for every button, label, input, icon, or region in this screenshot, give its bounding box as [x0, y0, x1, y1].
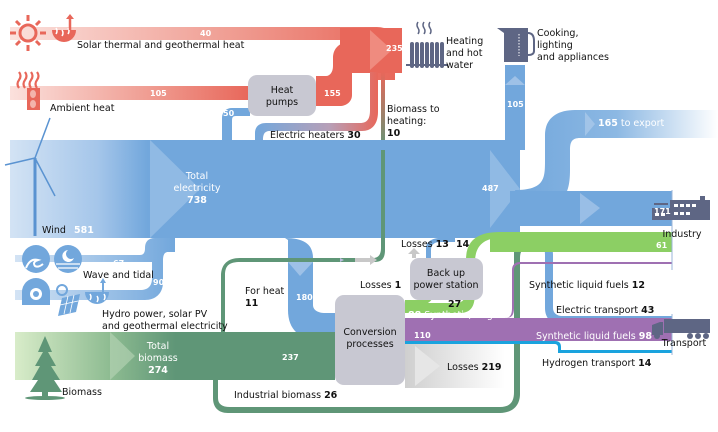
heat-pumps-node	[248, 75, 316, 116]
solar-thermal-label: Solar thermal and geothermal heat	[77, 40, 245, 51]
geothermal-electric-icon	[85, 278, 109, 304]
hydro-label-2: and geothermal electricity	[102, 321, 228, 332]
ambient-heat-label: Ambient heat	[50, 103, 115, 114]
total-biomass-label-1: Total	[146, 341, 169, 352]
heat-pumps-output-value: 155	[324, 89, 341, 98]
backup-label-1: Back up	[427, 268, 465, 279]
synth-liquid-industry-label: Synthetic liquid fuels 12	[529, 280, 645, 291]
biomass-flow	[15, 332, 335, 380]
backup-input-flow	[405, 286, 434, 305]
losses-1-label: Losses 1	[360, 280, 401, 291]
solar-panel-icon	[56, 284, 80, 316]
sun-icon	[10, 15, 46, 51]
to-conversion-value: 180	[296, 293, 313, 302]
total-electricity-label-2: electricity	[173, 183, 220, 194]
backup-label-2: power station	[413, 280, 478, 291]
heat-pumps-electric-value: 50	[223, 109, 235, 118]
total-biomass-value: 274	[148, 365, 168, 376]
losses-219-label: Losses 219	[447, 362, 502, 373]
export-label: 165 to export	[598, 118, 664, 129]
biomass-heating-label-1: Biomass to	[387, 104, 440, 115]
cooking-sink-label-2: lighting	[537, 40, 573, 51]
heating-total-value: 235	[386, 44, 403, 53]
industry-sink-label: Industry	[662, 229, 701, 240]
transport-sink-label: Transport	[661, 338, 707, 349]
wind-value: 581	[74, 225, 94, 236]
conversion-label-1: Conversion	[343, 327, 396, 338]
backup-output-flow	[426, 238, 455, 258]
wave-tidal-value: 67	[113, 259, 124, 268]
industry-electric-flow	[510, 191, 672, 226]
heat-pumps-electric-input-flow	[210, 108, 250, 150]
heating-sink-label-2: and hot	[446, 48, 483, 59]
for-heat-label: For heat	[245, 286, 285, 297]
hydrogen-transport-label: Hydrogen transport 14	[542, 358, 652, 369]
electricity-main-value: 487	[482, 184, 499, 193]
hydro-label-1: Hydro power, solar PV	[102, 309, 208, 320]
conversion-processes-node	[335, 295, 405, 385]
truck-icon	[652, 319, 710, 339]
backup-power-station-node	[410, 258, 483, 300]
backup-output-value: 14	[456, 239, 470, 250]
hydro-turbine-icon	[22, 278, 50, 305]
ambient-heat-value: 105	[150, 89, 167, 98]
cooking-sink-label-1: Cooking,	[537, 28, 578, 39]
losses-13-arrow	[408, 248, 420, 258]
losses-219-flow	[405, 344, 505, 388]
biomass-heating-label-2: heating:	[387, 116, 426, 127]
heating-sink-label-3: water	[446, 60, 473, 71]
total-electricity-label-1: Total	[185, 171, 208, 182]
electric-transport-label: Electric transport 43	[556, 305, 654, 316]
electric-heaters-label: Electric heaters 30	[270, 130, 361, 141]
geothermal-icon	[52, 14, 76, 42]
cooking-value: 105	[507, 100, 524, 109]
hydro-combined-value: 90	[153, 278, 165, 287]
total-electricity-value: 738	[187, 195, 207, 206]
heat-pumps-label-1: Heat	[271, 85, 294, 96]
factory-icon	[652, 196, 710, 220]
cooking-sink-label-3: and appliances	[537, 52, 609, 63]
conversion-label-2: processes	[346, 339, 393, 350]
biomass-source-label: Biomass	[62, 387, 102, 398]
for-heat-value: 11	[245, 298, 258, 309]
wave-tidal-label: Wave and tidal	[83, 270, 154, 281]
wind-label: Wind	[42, 225, 66, 236]
heat-pump-unit-icon	[16, 71, 40, 110]
export-flow	[515, 110, 718, 210]
synthetic-liquid-fuels-flow	[405, 262, 672, 341]
industry-electric-value: 171	[654, 207, 671, 216]
synth-biogas-label: 88 Synthetic/biogas	[408, 310, 504, 321]
conversion-liquid-value: 110	[414, 331, 431, 340]
cooking-flow	[505, 65, 525, 150]
for-heat-biomass-flow	[221, 150, 385, 332]
biomass-heating-value: 10	[387, 128, 401, 139]
electric-heaters-flow	[255, 72, 378, 150]
heating-arrow-node	[340, 28, 402, 73]
to-conversion-electric-flow	[285, 238, 335, 340]
synth-liquid-transport-label: Synthetic liquid fuels 98	[536, 331, 652, 342]
radiator-icon	[406, 21, 448, 68]
solar-thermal-value: 40	[200, 29, 212, 38]
industry-gas-value: 61	[656, 241, 668, 250]
total-biomass-label-2: biomass	[138, 353, 178, 364]
biomass-to-conversion-value: 237	[282, 353, 299, 362]
total-electricity-band	[150, 140, 520, 238]
heat-pumps-label-2: pumps	[266, 97, 298, 108]
tidal-moon-icon	[54, 245, 82, 273]
heating-sink-label-1: Heating	[446, 36, 483, 47]
wind-turbine-icon	[4, 117, 56, 236]
jug-icon	[497, 28, 535, 62]
losses-1-arrow	[355, 255, 377, 265]
wave-icon	[22, 245, 50, 273]
industrial-biomass-label: Industrial biomass 26	[234, 390, 338, 401]
backup-input-value: 27	[448, 299, 461, 310]
tree-icon	[25, 336, 65, 400]
losses-13-label: Losses 13	[401, 239, 449, 250]
biomass-to-heating-flow	[381, 72, 388, 150]
ambient-heat-flow	[10, 86, 250, 100]
